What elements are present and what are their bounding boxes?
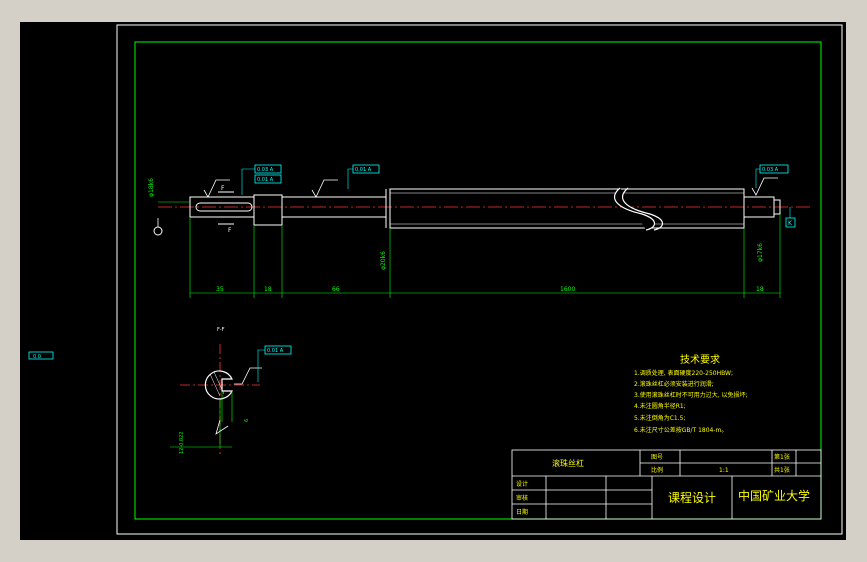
left-tag-text: 0.0 [33,354,41,360]
tech-item-5: 5.未注倒角为C1.5; [634,414,685,422]
label-total: 共1张 [774,466,790,474]
section-tolerance-text: 0.01 A [267,348,284,354]
left-tag-box [28,351,54,360]
keyway [195,202,253,212]
dim-4: 1600 [560,286,575,293]
section-mark-bottom: F [228,227,232,234]
break-line-2 [622,187,664,231]
tolerance-frame-1: 0.03 A [254,164,282,174]
section-dimensions [170,391,233,448]
section-mark-top: F [221,185,225,192]
school-name: 中国矿业大学 [738,488,810,503]
sheet-outer-frame [116,24,843,535]
svg-text:0.03 A: 0.03 A [762,167,779,173]
svg-text:0.03 A: 0.03 A [257,167,274,173]
technical-requirements: 技术要求 1.调质处理, 表面硬度220-250HBW; 2.滚珠丝杠必须安装进… [634,353,748,434]
datum-k-label: K [788,220,793,227]
section-cut-marks [218,191,234,225]
shaft-right-end [773,199,781,215]
label-drawing-no: 图号 [651,454,663,461]
scale-value: 1:1 [719,467,729,474]
tech-title: 技术要求 [680,353,720,366]
datum-a-symbol [153,226,163,236]
thread-body [389,188,745,229]
tolerance-frame-3: 0.01 A [352,164,380,174]
diameter-left: φ18k6 [148,178,155,197]
section-depth-dim: 12-0.022 [179,432,185,454]
dim-2: 18 [264,286,272,293]
label-check: 审核 [516,494,528,502]
tech-item-3: 3.使用滚珠丝杠时不可用力过大, 以免损坏; [634,391,748,399]
dim-3: 66 [332,286,340,293]
dim-5: 18 [756,286,764,293]
svg-text:0.01 A: 0.01 A [355,167,372,173]
shaft-collar [253,194,283,226]
part-name: 滚珠丝杠 [552,458,584,468]
tech-item-1: 1.调质处理, 表面硬度220-250HBW; [634,369,733,377]
diameter-right: φ17k6 [757,243,764,262]
label-date: 日期 [516,508,528,516]
diameter-mid: φ20k6 [380,251,387,270]
dimension-chain [189,214,781,298]
section-width-dim: 6 [244,419,250,422]
title-block-grid [511,449,822,520]
tolerance-frame-2: 0.01 A [254,174,282,184]
section-label: F-F [217,327,225,333]
break-line [614,187,656,231]
dim-1: 35 [216,286,224,293]
tolerance-leaders [241,168,760,195]
label-scale: 比例 [651,466,663,474]
shaft-left-journal [189,196,255,218]
datum-k-box [785,217,796,228]
label-design: 设计 [516,480,528,488]
svg-text:0.01 A: 0.01 A [257,177,274,183]
shaft-view [158,187,810,231]
tech-item-6: 6.未注尺寸公差按GB/T 1804-m。 [634,426,727,434]
drawing-canvas: 0.0 F F φ18k6 φ20k6 φ17k6 [28,24,843,535]
label-sheet: 第1张 [774,453,790,461]
tech-item-4: 4.未注圆角半径R1; [634,402,686,410]
tolerance-frame-4: 0.03 A [759,164,789,174]
section-roughness [215,367,262,435]
section-tolerance-leader [257,349,265,382]
drawing-border [134,41,822,520]
tech-item-2: 2.滚珠丝杠必须安装进行润滑; [634,380,714,388]
roughness-symbols [203,177,778,198]
cad-viewport[interactable]: 0.0 F F φ18k6 φ20k6 φ17k6 [20,22,846,540]
course-title: 课程设计 [668,490,716,505]
